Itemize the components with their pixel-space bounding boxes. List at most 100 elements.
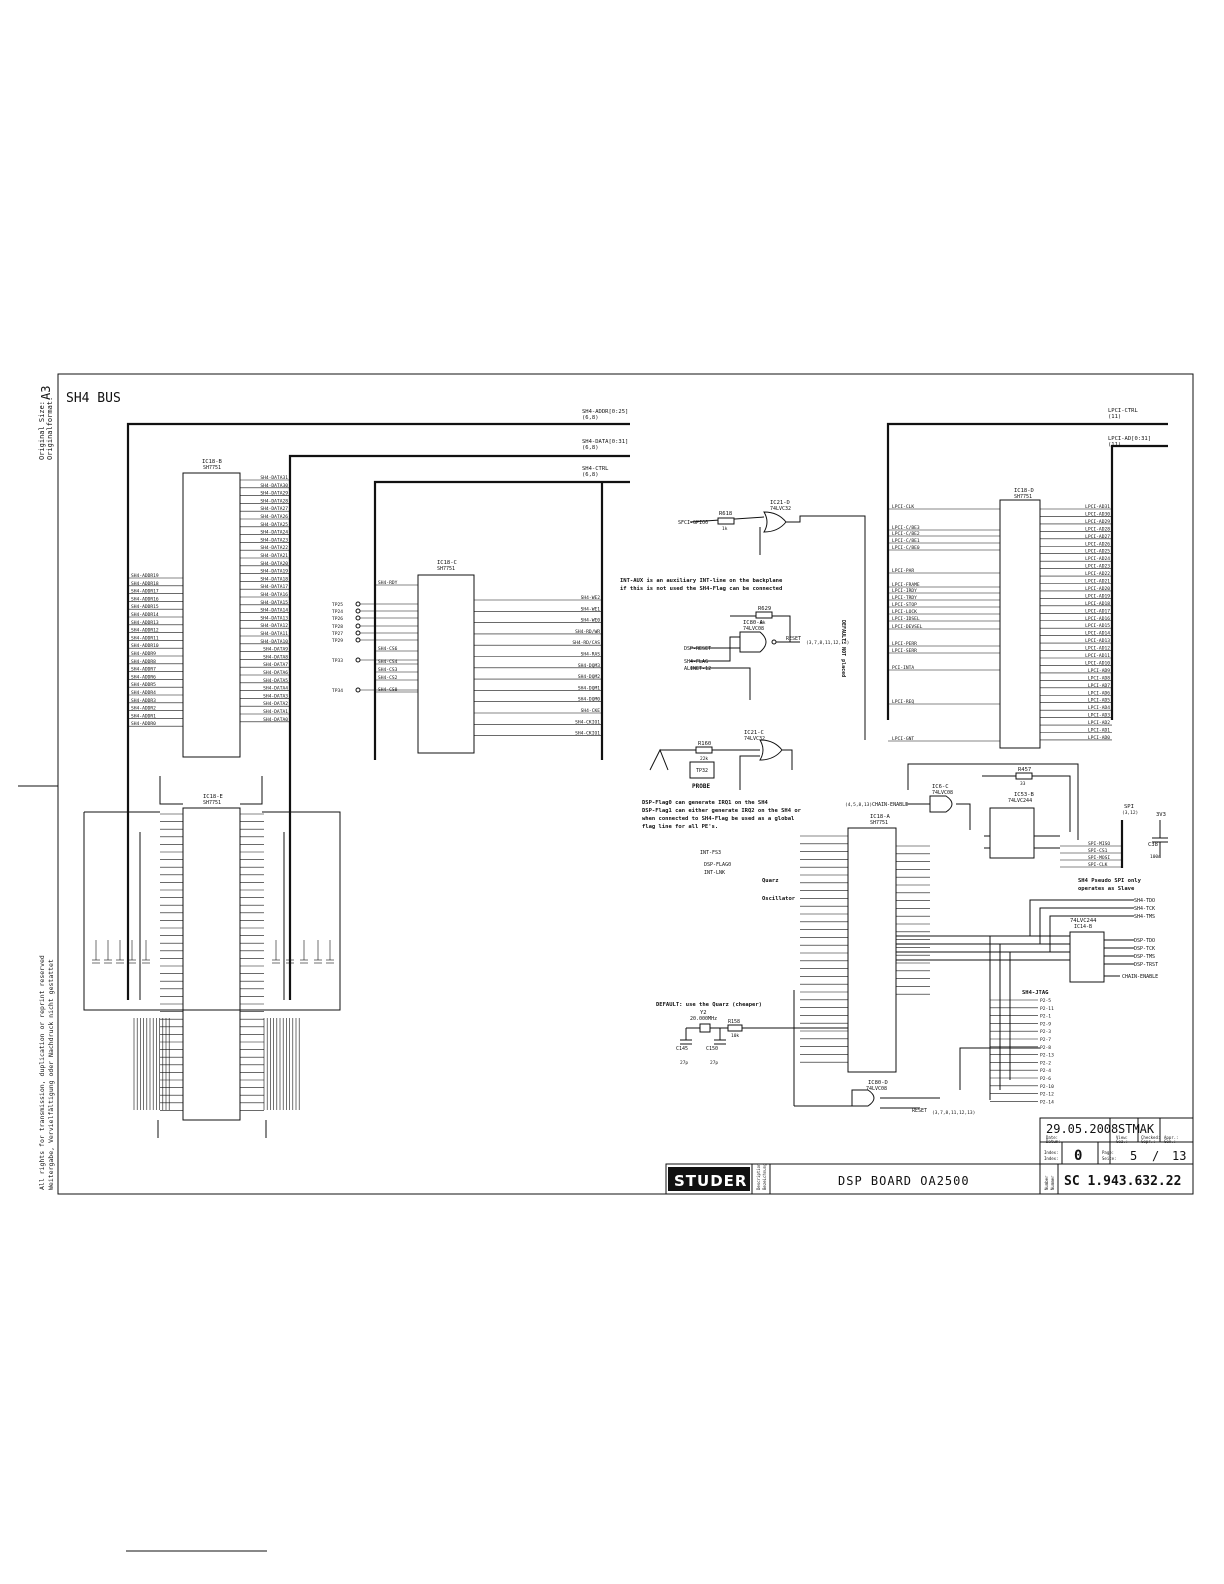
dsp-trst-label: DSP-TRST <box>1134 962 1158 968</box>
ic53b-name: IC53-B <box>1014 792 1035 798</box>
ic21c-gate: IC21-C 74LVC32 <box>744 730 783 761</box>
ic6c-name: IC6-C <box>932 784 949 790</box>
lpci-ad-net-label: LPCI-AD7 <box>1088 683 1110 689</box>
reset-label: RESET <box>786 636 801 642</box>
addr-net-label: SH4-ADDR10 <box>131 643 159 649</box>
addr-net-label: SH4-ADDR7 <box>131 667 156 673</box>
lpci-ad-net-label: LPCI-AD8 <box>1088 675 1110 681</box>
r457-value: 33 <box>1020 781 1026 787</box>
data-net-label: SH4-DATA27 <box>260 506 288 512</box>
lpci-ad-net-label: LPCI-AD9 <box>1088 668 1110 674</box>
r160-resistor <box>695 746 713 754</box>
jtag-p2-label: P2-2 <box>1040 1060 1051 1066</box>
data-bus-label: SH4-DATA[0:31] <box>582 439 628 445</box>
ic18d-name: IC18-D <box>1014 488 1034 494</box>
sh4-tms-label: SH4-TMS <box>1134 914 1155 920</box>
ic6c-wires <box>906 803 971 830</box>
lpci-ctrl-net: LPCI-IDSEL <box>892 616 920 622</box>
lpci-ctrl-net: LPCI-FRAME <box>892 582 920 588</box>
y2-label: Y2 <box>700 1010 707 1016</box>
ic53b-chip: IC53-B 74LVC244 <box>989 792 1035 859</box>
addr-net-label: SH4-ADDR15 <box>131 604 159 610</box>
data-net-label: SH4-DATA0 <box>263 717 288 723</box>
data-net-label: SH4-DATA14 <box>260 608 288 614</box>
ic18d-chip: IC18-D SH7751 <box>999 488 1041 749</box>
addr-net-label: SH4-ADDR3 <box>131 698 156 704</box>
r457-wires <box>907 763 1079 840</box>
lpci-ad-net-label: LPCI-AD29 <box>1085 519 1110 525</box>
jtag-p2-label: P2-11 <box>1040 1006 1054 1012</box>
data-net-label: SH4-DATA9 <box>263 647 288 653</box>
ic6c-part: 74LVC08 <box>932 790 953 796</box>
ic18e-name: IC18-E <box>203 794 223 800</box>
r457-label: R457 <box>1018 767 1031 773</box>
spi-net-label: SPI-MOSI <box>1088 855 1110 861</box>
addr-net-label: SH4-ADDR17 <box>131 589 159 595</box>
r618-label: R618 <box>719 511 732 517</box>
alinet-label: ALINET-12 <box>684 666 711 672</box>
ic18d-lpci-ad-nets: LPCI-AD31LPCI-AD30LPCI-AD29LPCI-AD28LPCI… <box>1040 504 1112 741</box>
ic21d-part: 74LVC32 <box>770 506 791 512</box>
addr-net-label: SH4-ADDR1 <box>131 713 156 719</box>
lpci-ad-bus-line <box>1110 444 1168 720</box>
dsp-flag-note-3: when connected to SH4-Flag be used as a … <box>642 816 794 822</box>
lpci-ad-net-label: LPCI-AD16 <box>1085 616 1110 622</box>
ctrl-net-label: SH4-CKIO1 <box>575 719 600 725</box>
title-appr-label: Appr.: <box>1164 1135 1178 1140</box>
data-net-label: SH4-DATA16 <box>260 592 288 598</box>
lpci-ad-net-label: LPCI-AD26 <box>1085 541 1110 547</box>
ic53b-part: 74LVC244 <box>1008 798 1032 804</box>
v33-label-c38: 3V3 <box>1156 812 1166 818</box>
int-fs3-label: INT-FS3 <box>700 850 721 856</box>
lpci-ctrl-net: LPCI-C/BE0 <box>892 545 920 551</box>
jtag-p2-label: P2-8 <box>1040 1045 1051 1051</box>
ic18e-chip: IC18-E SH7751 <box>182 794 241 1121</box>
addr-net-label: SH4-ADDR0 <box>131 721 156 727</box>
data-net-label: SH4-DATA25 <box>260 522 288 528</box>
lpci-ctrl-net: LPCI-PAR <box>892 568 914 574</box>
default-note-group: DEFAULT: NOT placed <box>840 620 846 677</box>
lpci-ctrl-net: LPCI-CLK <box>892 504 914 510</box>
dsp-tms-label: DSP-TMS <box>1134 954 1155 960</box>
lpci-ctrl-net: LPCI-DEVSEL <box>892 624 923 630</box>
lpci-ctrl-net: LPCI-LOCK <box>892 609 917 615</box>
data-net-label: SH4-DATA23 <box>260 537 288 543</box>
title-pages: 13 <box>1172 1149 1186 1163</box>
data-net-label: SH4-DATA24 <box>260 530 288 536</box>
lpci-ctrl-net: LPCI-C/BE2 <box>892 531 920 537</box>
format-label-2: Originalformat: <box>46 397 54 460</box>
title-checked-label-2: Gepr.: <box>1141 1139 1155 1144</box>
addr-net-label: SH4-ADDR19 <box>131 573 159 579</box>
ctrl-net-label: SH4-RD/CAS <box>572 640 600 646</box>
r629-label: R629 <box>758 606 771 612</box>
data-net-label: SH4-DATA11 <box>260 631 288 637</box>
rights-line-1: All rights for transmission, duplication… <box>38 955 46 1190</box>
ic14b-name: IC14-B <box>1074 924 1092 930</box>
format-label-group: Original Size: Originalformat: A3 <box>38 386 54 460</box>
data-net-label: SH4-DATA13 <box>260 615 288 621</box>
lpci-ad-net-label: LPCI-AD13 <box>1085 638 1110 644</box>
title-page-label-2: Seite: <box>1102 1156 1116 1161</box>
dsp-tdo-label: DSP-TDO <box>1134 938 1155 944</box>
addr-bus-line <box>126 422 630 1000</box>
studer-logo-box <box>668 1167 750 1191</box>
ctrl-left-label: SH4-CS6 <box>378 646 398 652</box>
title-index: 0 <box>1074 1148 1082 1164</box>
format-value: A3 <box>39 386 53 400</box>
lpci-ad-net-label: LPCI-AD6 <box>1088 690 1110 696</box>
ctrl-net-label: SH4-DQM1 <box>578 685 600 691</box>
ctrl-net-label: SH4-CKE <box>581 708 601 714</box>
r457-resistor <box>1015 772 1033 780</box>
rights-line-2: Weitergabe, Vervielfältigung oder Nachdr… <box>47 959 55 1190</box>
data-net-label: SH4-DATA22 <box>260 545 288 551</box>
ctrl-net-label: SH4-DQM0 <box>578 697 600 703</box>
ic18b-addr-nets: SH4-ADDR19SH4-ADDR18SH4-ADDR17SH4-ADDR16… <box>128 573 183 727</box>
data-bus-line <box>288 454 630 1000</box>
lpci-ad-net-label: LPCI-AD28 <box>1085 526 1110 532</box>
title-index-label-2: Index: <box>1044 1156 1058 1161</box>
dsp-tck-label: DSP-TCK <box>1134 946 1155 952</box>
testpoint-label: TP27 <box>332 631 343 637</box>
testpoint-label: TP26 <box>332 616 343 622</box>
ctrl-net-label: SH4-WE2 <box>581 595 601 601</box>
